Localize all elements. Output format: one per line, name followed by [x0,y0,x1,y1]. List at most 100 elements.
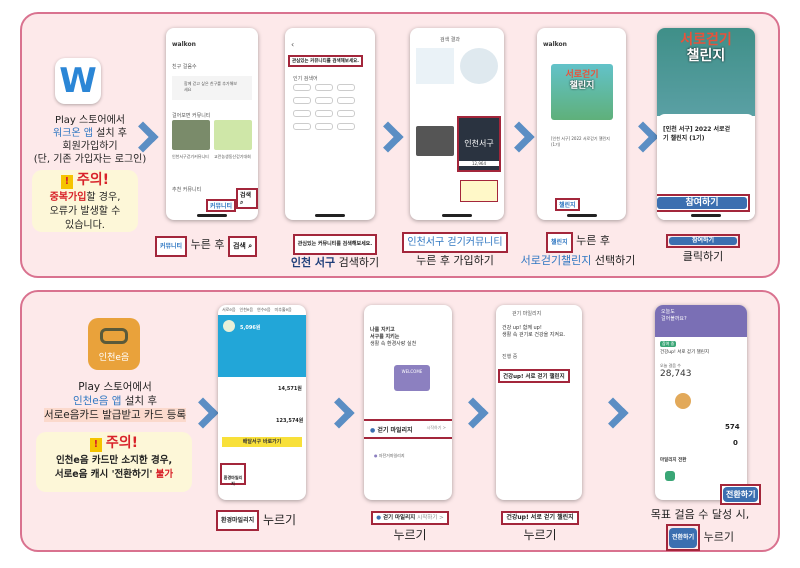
screen-header: 걷기 마일리지 [512,311,542,317]
notice-line: 생활 속 걷기로 건강을 지켜요. [502,332,566,338]
section-label: 진행 중 [502,354,518,360]
keyword-chip[interactable] [315,84,333,91]
walkon-steps-panel [20,12,780,278]
walkon-logo: walkon [543,41,567,48]
phone-challenge-status: 오늘도 걸어볼까요? 참여 중 건강up! 서로 걷기 챌린지 오늘 걸음 수 … [655,305,747,500]
keyword-chip[interactable] [293,97,311,104]
keyword-chip[interactable] [293,84,311,91]
headline-line: 나를 지키고 [370,327,395,333]
challenge-poster[interactable]: 서로걷기 챌린지 [551,64,613,120]
delivery-banner[interactable]: 배달서구 바로가기 [222,437,302,447]
region-tab[interactable]: 미추홀e음 [274,307,292,312]
header-line: 오늘도 [661,309,675,315]
walkon-logo: walkon [172,41,196,48]
caption-step3: 인천서구 걷기커뮤니티 누른 후 가입하기 [395,232,515,268]
caption-eum-step1: 환경마일리지 누르기 [216,510,326,531]
community-name[interactable]: 인천서구걷기커뮤니티 [172,154,209,159]
walking-mileage-item[interactable]: ● 걷기 마일리지 시작하기 > [364,419,452,439]
home-indicator [691,214,721,217]
community-search-input[interactable]: 관심있는 커뮤니티를 검색해보세요. [288,55,363,67]
headline-line: 서구를 지키는 [370,334,400,340]
incheon-eum-app-icon: 인천e음 [88,318,140,370]
app-name: 인천e음 앱 [72,395,122,407]
search-input-sample: 관심있는 커뮤니티를 검색해보세요. [292,234,378,255]
intro-text: 설치 후 [93,128,127,139]
search-button[interactable]: 검색 ⌕ [236,188,258,209]
tab-community[interactable]: 커뮤니티 [206,199,237,212]
region-tab[interactable]: 인천e음 [239,307,254,312]
search-sample: 검색 ⌕ [227,236,258,257]
eum-logo-shape [100,328,128,344]
caption-eum-step4: 목표 걸음 수 달성 시, 전환하기 누르기 [630,506,770,551]
convert-button[interactable]: 전환하기 [723,487,759,502]
keyword-chip[interactable] [293,110,311,117]
caption-step5: 참여하기 클릭하기 [648,234,758,264]
warning-text: 할 경우, [86,192,121,203]
phone-eco-mileage: 나를 지키고 서구를 지키는 생활 속 환경사랑 실천 WELCOME ● 걷기… [364,305,452,500]
community-image[interactable] [172,120,210,150]
converted-value: 0 [733,439,738,447]
add-friend-card[interactable]: 함께 걷고 싶은 친구를 추가해보세요 [172,76,252,100]
result-card-emblem[interactable] [460,48,498,84]
eco-mileage-menu[interactable]: 환경마일리지 [220,463,246,486]
caption-text: 누르기 [523,528,557,542]
community-name[interactable]: 교란농생동산걷기대회 [214,154,251,159]
keyword-chips [291,82,371,134]
intro-line: Play 스토어에서 [78,381,152,393]
home-indicator [315,214,345,217]
welcome-envelope: WELCOME [394,365,430,391]
item-label: 자전거마일리지 [378,453,405,458]
caption-eum-step2: ● 걷기 마일리지 시작하기 > 누르기 [355,505,465,545]
caption-text: 누르기 [393,528,427,542]
keyword-chip[interactable] [315,110,333,117]
phone-search-results: 검색 결과 인천서구 12,964 [410,28,504,220]
region-tab[interactable]: 서로e음 [222,307,236,312]
keyword-chip[interactable] [337,97,355,104]
app-name: 워크온 앱 [53,128,93,139]
intro-line: 회원가입하기 [62,141,118,152]
poster-title: 챌린지 [569,81,595,91]
start-link[interactable]: 시작하기 > [426,425,446,430]
exclamation-icon: ! [89,438,102,452]
caption-text: 누른 후 [576,234,610,247]
join-button-sample: 참여하기 [669,237,737,245]
status-badge: 참여 중 [660,341,677,347]
caption-text: 누르기 [703,530,734,544]
warning-text: 있습니다. [65,220,105,231]
tab-challenge[interactable]: 챌린지 [555,198,580,211]
cash-amount: 14,571원 [278,386,302,392]
keyword-chip[interactable] [337,123,355,130]
caption-text: 목표 걸음 수 달성 시, [650,508,750,521]
community-image[interactable] [214,120,252,150]
keyword-chip[interactable] [337,110,355,117]
phone-walking-mileage: 걷기 마일리지 건강 up! 함께 up! 생활 속 걷기로 건강을 지켜요. … [496,305,582,500]
exclamation-icon: ! [60,175,73,189]
result-card[interactable] [416,126,454,156]
result-card[interactable] [460,180,498,202]
warning-title: 주의! [76,172,110,188]
poster-title: 서로걷기 [565,70,599,80]
keyword-chip[interactable] [293,123,311,130]
keyword-chip[interactable] [315,97,333,104]
section-label: 걸어보면 커뮤니티 [172,113,211,119]
challenge-item[interactable]: 건강up! 서로 걷기 챌린지 [498,369,570,383]
back-icon[interactable]: ‹ [291,40,295,49]
challenge-card-title[interactable]: [인천 서구] 2022 서로걷기 챌린지 (1기) [551,136,610,147]
keyword-chip[interactable] [337,84,355,91]
region-tab[interactable]: 연수e음 [257,307,271,312]
mileage-value: 574 [725,423,740,431]
caption-text: 선택하기 [591,254,636,267]
phone-walkon-home: walkon 친구 걸음수 함께 걷고 싶은 친구를 추가해보세요 걸어보면 커… [166,28,258,220]
incheon-seogu-community-card[interactable]: 인천서구 12,964 [457,116,501,172]
caption-step2: 관심있는 커뮤니티를 검색해보세요. 인천 서구 검색하기 [280,234,390,270]
join-button[interactable]: 참여하기 [657,197,747,209]
header-line: 걸어볼까요? [661,316,687,322]
caption-emph: 서로걷기챌린지 [520,254,592,267]
warning-text: 서로e음 캐시 '전환하기' [54,469,156,480]
keyword-chip[interactable] [315,123,333,130]
balance: 5,096원 [240,325,261,331]
caption-step4: 챌린지 누른 후 서로걷기챌린지 선택하기 [518,232,638,268]
bike-mileage-item[interactable]: ● 자전거마일리지 [374,453,405,458]
result-card[interactable] [416,48,454,84]
